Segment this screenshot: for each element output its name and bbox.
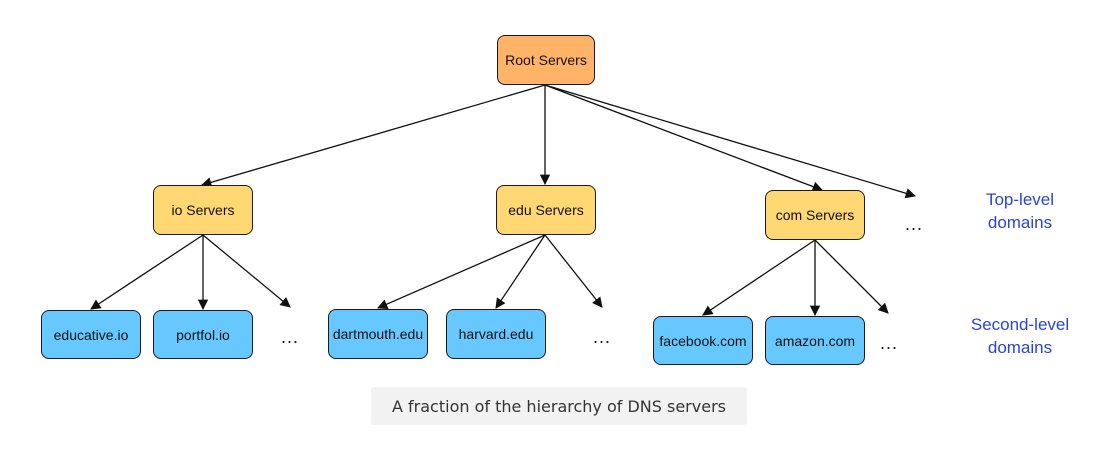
edu-children-ellipsis: ... [593,327,612,347]
edge-io-more [202,234,291,308]
educative-io-node: educative.io [41,310,141,359]
harvard-edu-node: harvard.edu [446,309,546,359]
com-children-ellipsis: ... [880,333,899,353]
root-servers-node: Root Servers [497,35,595,85]
top-level-ellipsis: ... [905,214,924,234]
edge-com-more [814,239,889,314]
edge-com-facebook [702,239,816,316]
second-level-domains-label: Second-level domains [955,313,1085,359]
io-servers-node: io Servers [153,185,253,235]
edge-edu-harvard [495,234,546,309]
portfol-io-node: portfol.io [153,310,253,359]
facebook-com-node: facebook.com [653,316,753,365]
top-level-label-line1: Top-level [985,190,1055,209]
dartmouth-edu-node: dartmouth.edu [328,309,428,359]
com-servers-node: com Servers [765,190,865,240]
top-level-label-line2: domains [987,213,1053,232]
io-children-ellipsis: ... [281,327,300,347]
edge-edu-more [544,234,603,308]
edge-root-com [544,84,823,192]
edu-servers-node: edu Servers [496,185,596,235]
second-level-label-line1: Second-level [970,315,1070,334]
edge-io-educative [90,234,204,310]
diagram-caption: A fraction of the hierarchy of DNS serve… [371,387,747,425]
edge-root-io [201,84,546,188]
edge-root-more [544,84,916,199]
edge-edu-dartmouth [377,234,546,310]
second-level-label-line2: domains [987,338,1053,357]
amazon-com-node: amazon.com [765,316,865,365]
top-level-domains-label: Top-level domains [960,188,1080,234]
